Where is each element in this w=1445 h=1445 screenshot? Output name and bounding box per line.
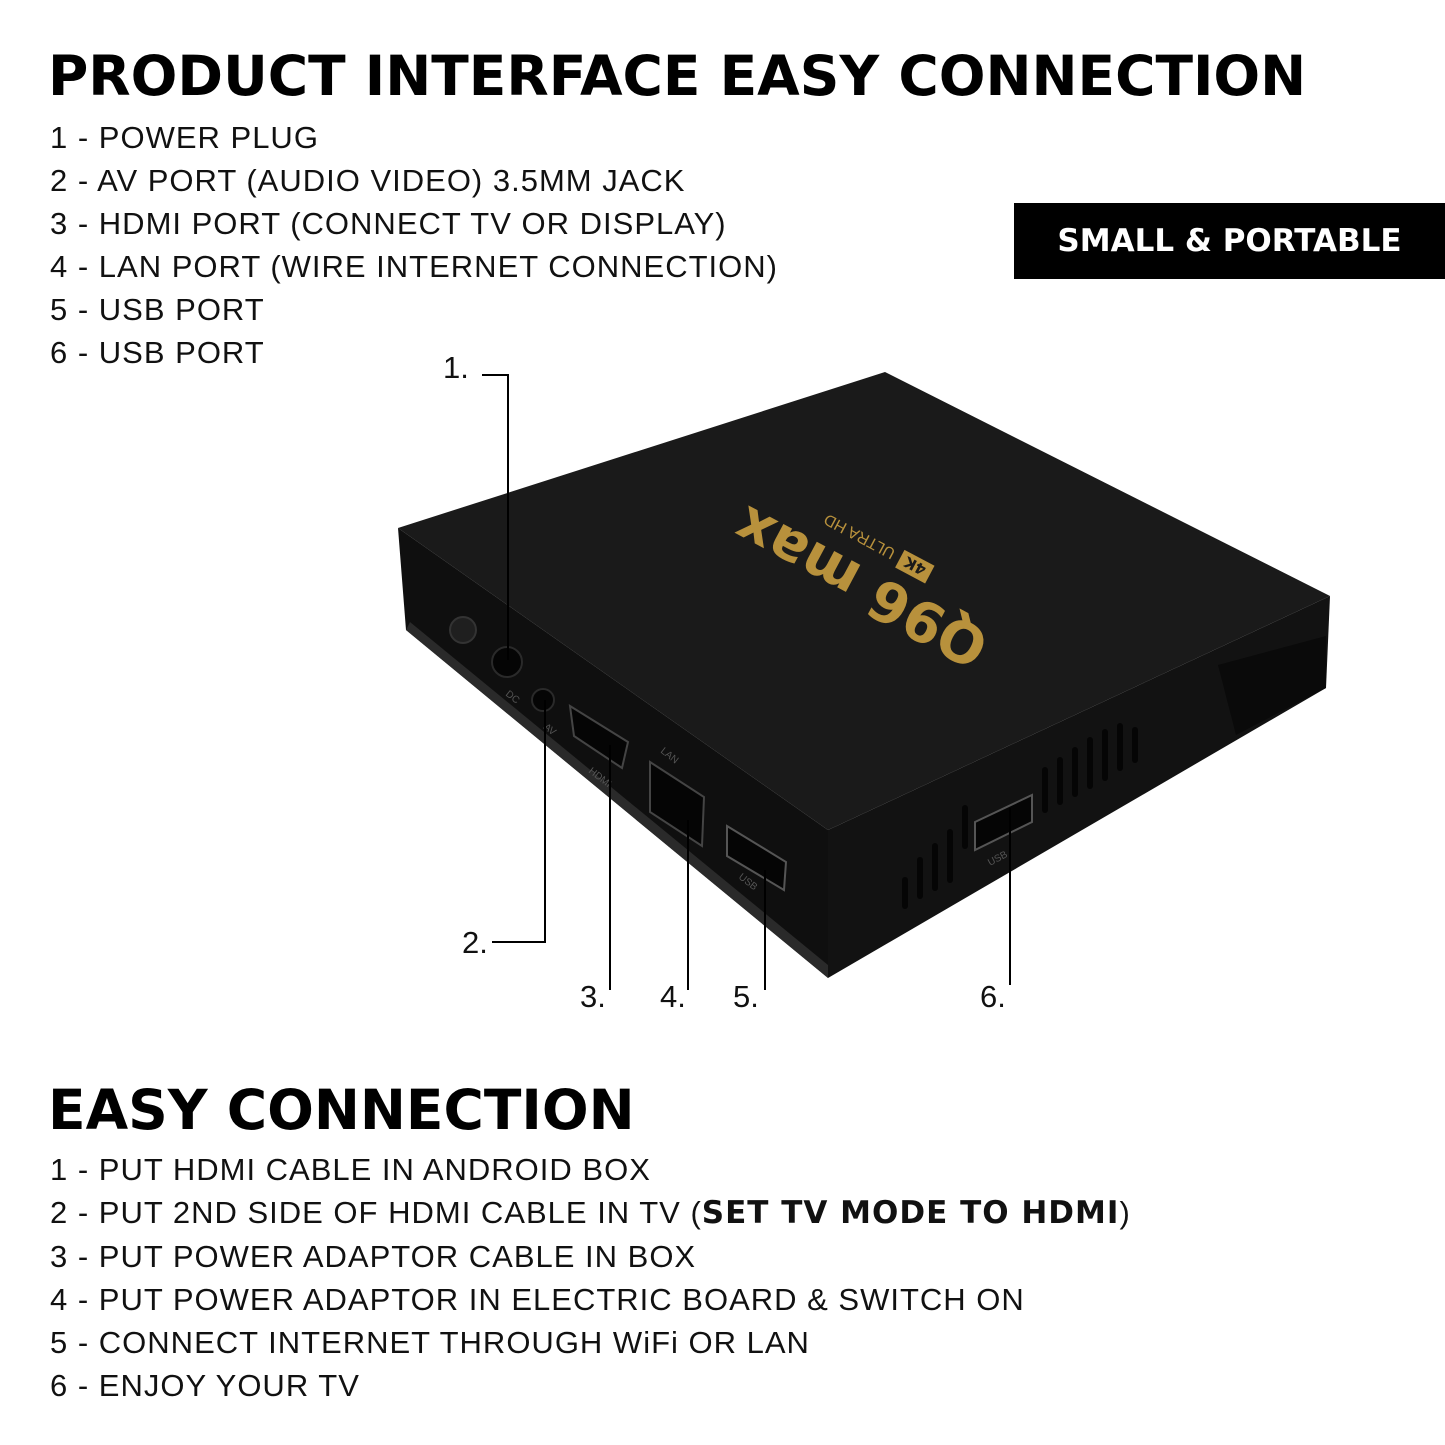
box-base-rim — [406, 622, 828, 978]
port-item: 2 - AV PORT (AUDIO VIDEO) 3.5MM JACK — [50, 163, 686, 198]
step-item: 6 - ENJOY YOUR TV — [50, 1368, 360, 1403]
4k-badge-bg — [895, 549, 935, 584]
port-item: 4 - LAN PORT (WIRE INTERNET CONNECTION) — [50, 249, 778, 284]
hdmi-port-icon — [568, 704, 630, 770]
usb-port-side-icon — [974, 793, 1033, 852]
usb-port-icon — [726, 824, 788, 892]
small-portable-badge: SMALL & PORTABLE — [1014, 203, 1445, 279]
callout-2-label: 2. — [462, 925, 488, 960]
callout-3-label: 3. — [580, 979, 606, 1014]
port-item: 5 - USB PORT — [50, 292, 265, 327]
step-item: 1 - PUT HDMI CABLE IN ANDROID BOX — [50, 1152, 651, 1187]
callout-1-label: 1. — [443, 350, 469, 385]
callout-lines — [482, 374, 1011, 990]
android-box-illustration: Q96 max 4K ULTRA HD DC AV HDMI LAN USB U… — [398, 350, 1330, 1014]
port-list: 1 - POWER PLUG 2 - AV PORT (AUDIO VIDEO)… — [50, 116, 778, 374]
step-highlight: SET TV MODE TO HDMI — [701, 1195, 1120, 1231]
box-right-face — [828, 596, 1330, 978]
port-item: 3 - HDMI PORT (CONNECT TV OR DISPLAY) — [50, 206, 727, 241]
port-item: 6 - USB PORT — [50, 335, 265, 370]
power-button-icon — [449, 616, 477, 644]
steps-list: 1 - PUT HDMI CABLE IN ANDROID BOX 2 - PU… — [50, 1148, 1131, 1407]
step-item: 3 - PUT POWER ADAPTOR CABLE IN BOX — [50, 1239, 697, 1274]
av-jack-icon — [531, 688, 555, 712]
box-top-face — [398, 372, 1330, 830]
step-item: 2 - PUT 2ND SIDE OF HDMI CABLE IN TV (SE… — [50, 1195, 1131, 1231]
callout-6-label: 6. — [980, 979, 1006, 1014]
callout-4-label: 4. — [660, 979, 686, 1014]
vent-slots — [902, 723, 1138, 909]
step-item: 5 - CONNECT INTERNET THROUGH WiFi OR LAN — [50, 1325, 810, 1360]
badge-label: SMALL & PORTABLE — [1057, 223, 1402, 259]
lan-port-icon — [649, 760, 706, 848]
callout-5-label: 5. — [733, 979, 759, 1014]
page-title: PRODUCT INTERFACE EASY CONNECTION — [48, 44, 1307, 108]
box-right-lip — [1218, 636, 1326, 735]
section-title: EASY CONNECTION — [48, 1078, 635, 1142]
step-item: 4 - PUT POWER ADAPTOR IN ELECTRIC BOARD … — [50, 1282, 1025, 1317]
port-item: 1 - POWER PLUG — [50, 120, 319, 155]
